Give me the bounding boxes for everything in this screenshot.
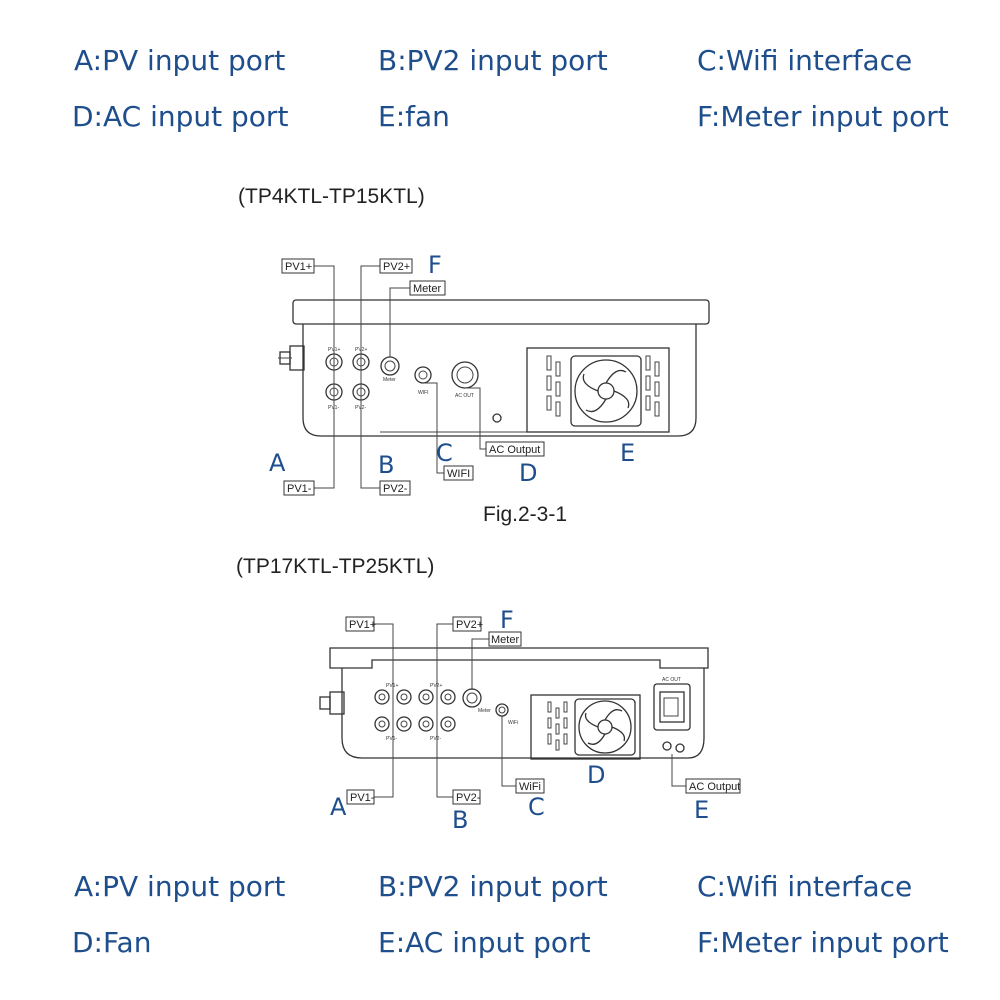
tag-wifi-1: WIFI [443, 465, 474, 481]
svg-text:WIFI: WIFI [447, 468, 470, 480]
svg-text:PV1+: PV1+ [349, 619, 376, 631]
letter-c-1: C [436, 439, 453, 467]
letter-e-1: E [620, 439, 635, 467]
legend-top-a: A:PV input port [74, 44, 286, 77]
dc-switch-2 [319, 691, 345, 715]
svg-text:PV1-: PV1- [386, 736, 397, 742]
tag-pv1-minus-2: PV1- [346, 789, 375, 805]
svg-text:Meter: Meter [491, 634, 519, 646]
svg-text:AC OUT: AC OUT [662, 677, 681, 683]
letter-c-2: C [528, 793, 545, 821]
pv2-minus-connectors-2: PV2- [418, 716, 456, 742]
svg-text:PV1-: PV1- [350, 792, 375, 804]
svg-text:PV1+: PV1+ [285, 261, 312, 273]
svg-text:PV2+: PV2+ [456, 619, 483, 631]
tag-wifi-2: WiFi [515, 778, 545, 794]
svg-text:Meter: Meter [383, 377, 396, 383]
legend-bottom-e: E:AC input port [378, 926, 591, 959]
letter-d-1: D [519, 459, 537, 487]
letter-b-2: B [452, 806, 468, 834]
diagram1-model-label: (TP4KTL-TP15KTL) [238, 185, 425, 208]
wifi-port-1: WIFI [414, 366, 432, 396]
tag-meter-2: Meter [488, 631, 522, 647]
diagram1-leaders [314, 265, 486, 489]
legend-bottom-a: A:PV input port [74, 870, 286, 903]
tag-ac-output-2: AC Output [685, 778, 741, 794]
fan-panel-2 [530, 694, 641, 760]
svg-text:Meter: Meter [478, 708, 491, 714]
svg-text:PV2-: PV2- [456, 792, 481, 804]
dc-switch-1 [278, 345, 305, 371]
tag-pv1-plus-2: PV1+ [345, 616, 376, 632]
legend-bottom-f: F:Meter input port [697, 926, 949, 959]
meter-port-1: Meter [380, 356, 400, 383]
tag-pv2-minus-1: PV2- [379, 480, 411, 496]
legend-top-c: C:Wifi interface [697, 44, 913, 77]
ac-out-box-2: AC OUT [653, 677, 691, 753]
legend-bottom-c: C:Wifi interface [697, 870, 913, 903]
svg-text:PV1+: PV1+ [386, 683, 398, 689]
svg-text:PV2+: PV2+ [430, 683, 442, 689]
letter-a-2: A [330, 793, 347, 821]
pv1-minus-connectors-2: PV1- [374, 716, 412, 742]
meter-port-2: Meter [462, 688, 491, 714]
tag-pv2-plus-1: PV2+ [379, 258, 413, 274]
letter-b-1: B [378, 451, 394, 479]
inverter1-body [292, 299, 710, 437]
legend-top-d: D:AC input port [72, 100, 289, 133]
legend-bottom-d: D:Fan [72, 926, 152, 959]
letter-d-2: D [587, 761, 605, 789]
diagram2: PV1+ PV2+ PV1- PV2- Meter WiFi [319, 606, 741, 834]
tag-pv2-minus-2: PV2- [452, 789, 481, 805]
legend-top-b: B:PV2 input port [378, 44, 608, 77]
svg-text:WiFi: WiFi [508, 720, 518, 726]
fan-panel-1 [526, 347, 670, 433]
diagram2-model-label: (TP17KTL-TP25KTL) [236, 555, 435, 578]
letter-f-2: F [500, 606, 514, 634]
tag-meter-1: Meter [409, 280, 446, 296]
letter-e-2: E [694, 796, 709, 824]
tag-pv2-plus-2: PV2+ [452, 616, 483, 632]
legend-top-f: F:Meter input port [697, 100, 949, 133]
legend-top-e: E:fan [378, 100, 450, 133]
tag-pv1-minus-1: PV1- [283, 480, 315, 496]
legend-bottom-b: B:PV2 input port [378, 870, 608, 903]
svg-text:PV2+: PV2+ [383, 261, 410, 273]
tag-pv1-plus-1: PV1+ [281, 258, 315, 274]
wifi-port-2: WiFi [495, 703, 518, 726]
svg-text:PV2-: PV2- [430, 736, 441, 742]
svg-text:WiFi: WiFi [519, 781, 541, 793]
pv2-plus-connectors-2: PV2+ [418, 683, 456, 705]
diagram2-leaders [374, 623, 686, 798]
svg-text:WIFI: WIFI [418, 390, 429, 396]
svg-text:AC Output: AC Output [489, 444, 540, 456]
svg-text:Meter: Meter [413, 283, 441, 295]
diagram1: PV1+ PV2+ PV1- PV2- Meter WIFI AC OUT [269, 251, 710, 496]
diagram1-figure-caption: Fig.2-3-1 [483, 503, 568, 526]
svg-text:AC Output: AC Output [689, 781, 740, 793]
svg-text:AC OUT: AC OUT [455, 393, 474, 399]
inverter2-body [329, 647, 709, 759]
svg-text:PV2-: PV2- [383, 483, 408, 495]
pv1-plus-connectors-2: PV1+ [374, 683, 412, 705]
svg-text:PV1-: PV1- [287, 483, 312, 495]
ac-out-port-1: AC OUT [451, 361, 479, 399]
letter-a-1: A [269, 449, 286, 477]
letter-f-1: F [428, 251, 442, 279]
tag-ac-output-1: AC Output [485, 441, 545, 457]
ground-screw-1 [492, 413, 502, 423]
